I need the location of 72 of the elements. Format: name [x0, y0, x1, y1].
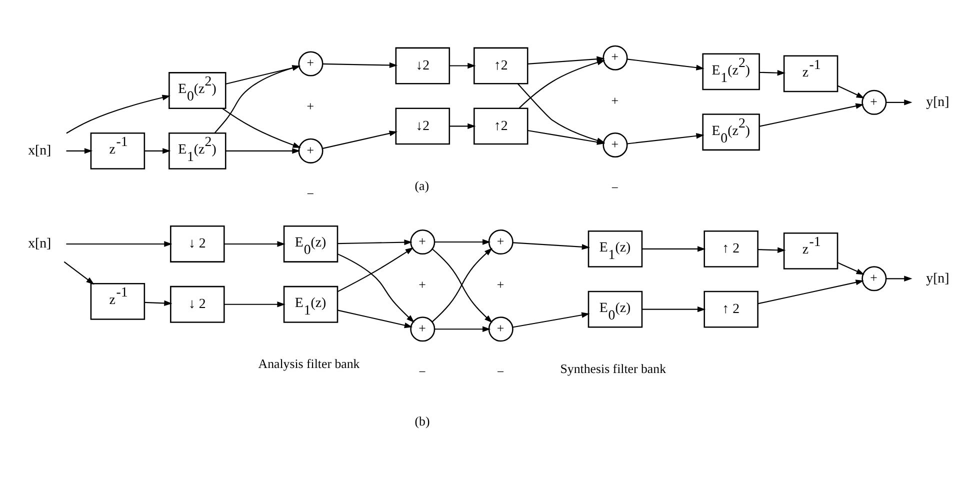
- arrow: [758, 279, 864, 304]
- node-circle: +: [488, 316, 514, 342]
- arrow: [642, 306, 706, 312]
- arrow: [838, 262, 865, 274]
- node-circle: +: [410, 228, 436, 254]
- arrow: [338, 253, 414, 322]
- arrow: [760, 70, 786, 76]
- node-box: ↓ 2: [170, 225, 225, 262]
- arrow: [322, 130, 398, 148]
- label: (a): [414, 178, 430, 192]
- node-label: +: [418, 277, 426, 292]
- arrow: [760, 102, 864, 126]
- arrow: [66, 240, 172, 246]
- node-circle: +: [488, 228, 514, 254]
- node-circle: +: [862, 266, 887, 291]
- node-label: +: [611, 93, 619, 108]
- node-text: y[n]: [926, 94, 950, 109]
- node-circle: +: [410, 316, 436, 342]
- node-label: +: [496, 277, 504, 292]
- label: Analysis filter bank: [258, 356, 360, 371]
- node-circle: +: [602, 132, 628, 157]
- arrow: [64, 260, 94, 284]
- node-circle: +: [862, 89, 887, 114]
- node-text: y[n]: [926, 270, 950, 285]
- label: (b): [414, 414, 430, 428]
- arrow: [886, 99, 912, 105]
- node-box: ↓2: [395, 46, 450, 84]
- node-circle: +: [602, 44, 628, 70]
- node-circle: +: [298, 50, 324, 76]
- node-label: −: [496, 364, 504, 379]
- arrow: [513, 242, 590, 250]
- node-text: x[n]: [28, 142, 52, 158]
- arrow: [434, 326, 491, 332]
- arrow: [224, 240, 286, 246]
- arrow: [886, 275, 912, 281]
- arrow: [627, 132, 704, 144]
- arrow: [338, 246, 414, 292]
- node-label: −: [306, 186, 314, 200]
- node-box: ↑2: [474, 107, 528, 144]
- arrow: [518, 59, 606, 108]
- arrow: [224, 301, 286, 307]
- node-label: −: [418, 364, 426, 379]
- node-label: +: [306, 99, 314, 114]
- arrow: [226, 148, 300, 154]
- node-text: x[n]: [28, 235, 52, 250]
- node-label: −: [611, 180, 619, 194]
- arrow: [322, 62, 398, 68]
- node-box: ↑ 2: [704, 290, 758, 328]
- arrow: [434, 238, 491, 244]
- arrow: [758, 246, 786, 252]
- node-circle: +: [298, 138, 324, 163]
- node-box: ↑2: [474, 46, 528, 84]
- arrow: [222, 108, 301, 148]
- arrow: [838, 84, 864, 98]
- arrow: [337, 309, 413, 328]
- label: Synthesis filter bank: [560, 362, 666, 376]
- arrow: [66, 148, 93, 154]
- arrow: [144, 148, 171, 154]
- arrow: [512, 312, 590, 328]
- arrow: [66, 94, 170, 134]
- arrow: [226, 64, 300, 84]
- arrow: [449, 62, 476, 68]
- node-box: ↓ 2: [170, 285, 225, 322]
- arrow: [449, 122, 476, 128]
- arrow: [642, 246, 706, 252]
- arrow: [627, 58, 704, 70]
- node-box: ↑ 2: [704, 230, 758, 267]
- node-box: ↓2: [395, 107, 450, 144]
- arrow: [144, 300, 172, 306]
- arrow: [528, 56, 605, 64]
- arrow: [338, 238, 412, 245]
- arrow: [214, 64, 300, 133]
